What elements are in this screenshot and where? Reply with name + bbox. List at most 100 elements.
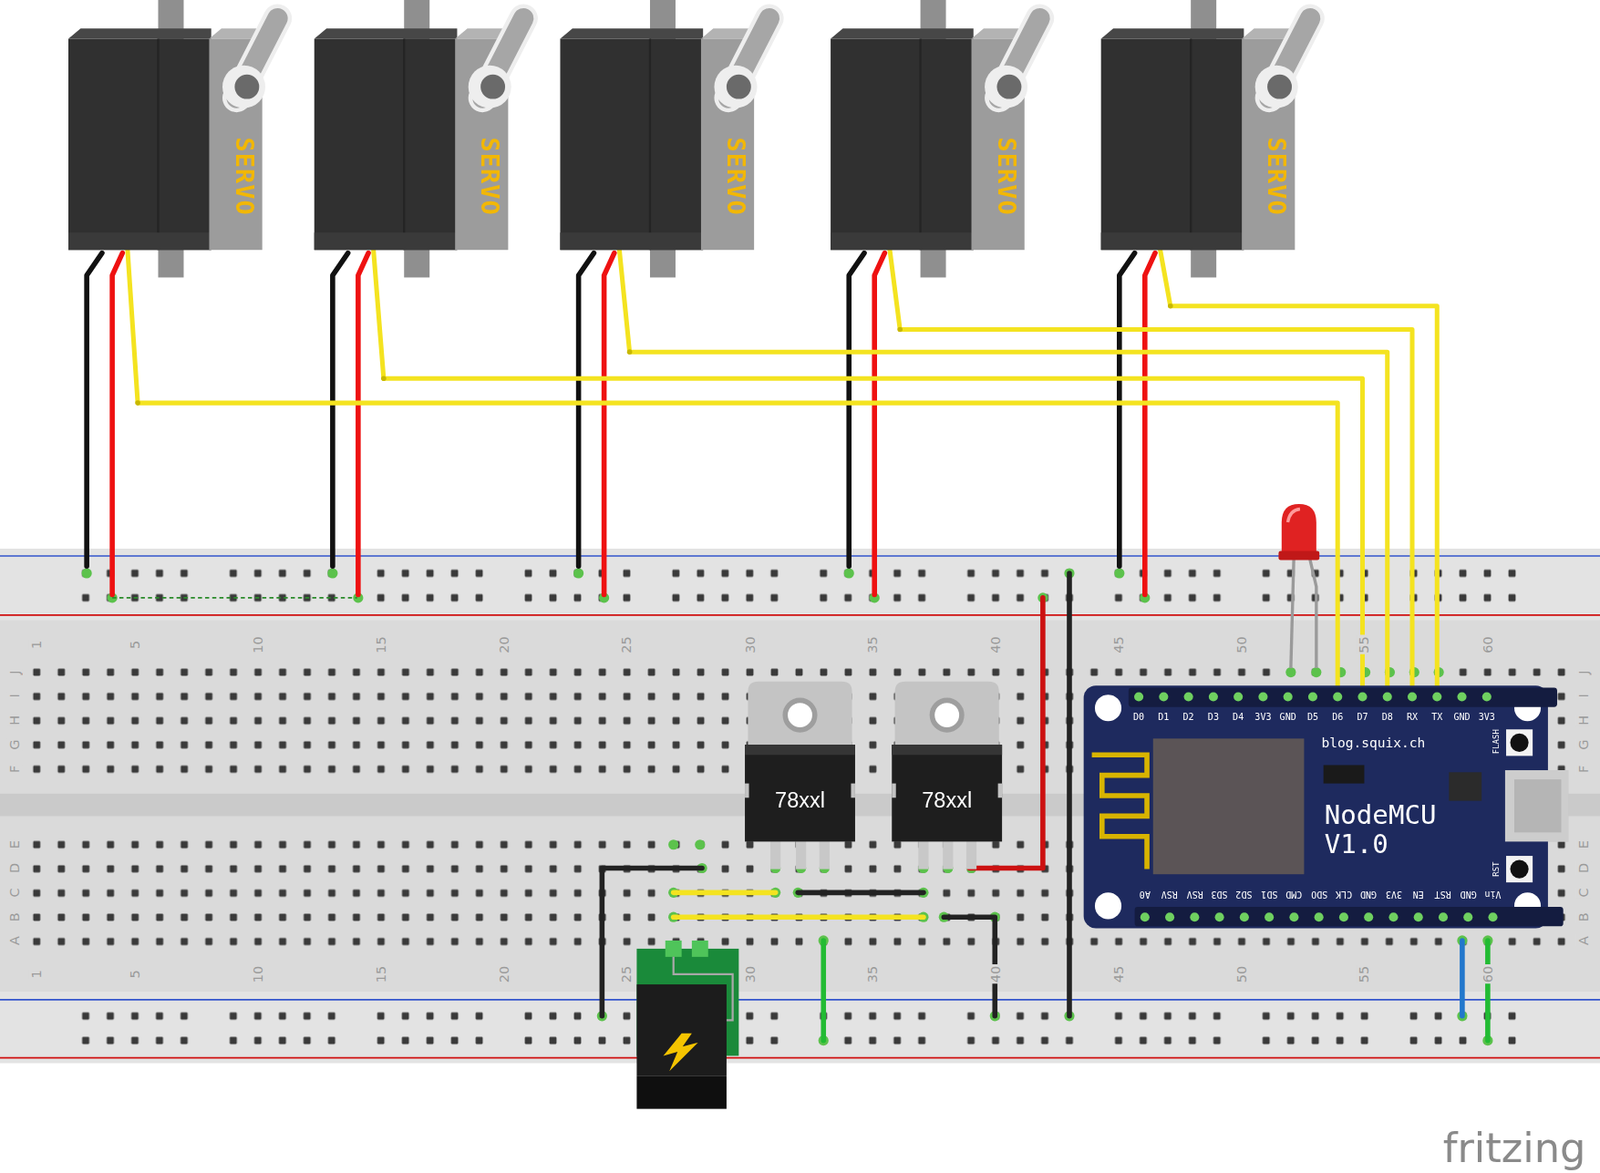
nodemcu-board [1487, 912, 1497, 922]
jack-body [636, 984, 726, 1077]
nodemcu-board [1283, 691, 1293, 702]
servo-label: SERVO [991, 136, 1021, 216]
row-letter: I [1576, 692, 1592, 700]
pin-label: GND [1459, 889, 1477, 900]
column-number: 20 [495, 965, 512, 985]
nodemcu-board [1339, 912, 1349, 922]
row-letter: J [6, 669, 22, 676]
jumper-wire [820, 940, 826, 1042]
column-number: 60 [1479, 635, 1496, 655]
power-wire [874, 253, 885, 596]
button-label: RST [1491, 862, 1501, 878]
pin-label: SD2 [1236, 889, 1253, 900]
regulator-leg [795, 838, 806, 870]
jumper-wire [943, 917, 995, 1017]
nodemcu-board [1083, 685, 1549, 929]
pin-label: 3V3 [1384, 889, 1402, 900]
row-letter: C [1576, 887, 1592, 899]
ground-wire [848, 253, 865, 568]
nodemcu-board [1510, 860, 1529, 879]
nodemcu-board [1308, 691, 1318, 702]
column-number: 15 [373, 965, 390, 985]
voltage-regulator: 78xxl [747, 681, 852, 843]
led-body [1281, 504, 1317, 559]
button-label: FLASH [1491, 729, 1501, 754]
ground-wire [1119, 253, 1136, 568]
dc-jack [636, 940, 739, 1110]
nodemcu-board [1239, 912, 1250, 922]
regulator-body [929, 698, 965, 733]
row-letter: E [1576, 839, 1592, 850]
led-leg [1290, 556, 1294, 669]
nodemcu-board [1357, 691, 1367, 702]
connected-hole [844, 567, 855, 579]
regulator-body [782, 698, 817, 733]
wire-bend [1167, 303, 1174, 310]
connected-hole [82, 567, 93, 579]
row-letter: B [1576, 911, 1592, 923]
nodemcu-board [1140, 912, 1150, 922]
ground-wire [332, 253, 349, 568]
column-number: 50 [1234, 965, 1250, 985]
nodemcu-board [1383, 691, 1393, 702]
column-number: 40 [988, 965, 1004, 985]
led-shine [1288, 509, 1301, 524]
nodemcu-board [1128, 687, 1558, 707]
power-symbol [663, 1033, 699, 1072]
pin-label: GND [1360, 889, 1377, 900]
regulator-body [744, 744, 856, 842]
led-rim [1278, 550, 1320, 560]
jumper-wire [797, 890, 924, 897]
power-rail [0, 991, 1600, 1064]
signal-wire [373, 249, 1363, 686]
regulator-body [895, 681, 1000, 754]
pin-label: SD3 [1211, 889, 1229, 900]
watermark: fritzing [1443, 1124, 1587, 1171]
nodemcu-board [1135, 907, 1564, 927]
servo-motor: SERVO [314, 28, 509, 250]
row-letter: J [1576, 669, 1592, 676]
connected-hole [1114, 567, 1125, 579]
nodemcu-board [1264, 912, 1274, 922]
column-number: 45 [1111, 635, 1127, 655]
jumper-wire [1066, 573, 1073, 1017]
jumper-wire [673, 890, 776, 897]
servo-body [1101, 232, 1245, 250]
rail-line [0, 555, 1600, 558]
servo-body [726, 74, 752, 100]
column-number: 20 [495, 635, 512, 655]
rail-bridge [112, 597, 358, 599]
servo-motor: SERVO [559, 28, 754, 250]
regulator-leg [819, 838, 830, 870]
servo-body [468, 65, 512, 109]
regulator-label: 78xxl [774, 788, 826, 814]
servo-body [559, 28, 703, 39]
servo-shafts [157, 0, 1217, 278]
rail-holes [73, 1003, 1549, 1053]
power-wire [604, 253, 615, 596]
nodemcu-board [1189, 912, 1199, 922]
pin-label: CLK [1335, 889, 1353, 900]
nodemcu-board [1289, 912, 1299, 922]
column-number: 1 [29, 640, 45, 651]
servo-body [68, 39, 212, 251]
board-body [0, 548, 1600, 1064]
servo-body [830, 39, 974, 251]
servo-body [559, 39, 703, 251]
nodemcu-board [1153, 738, 1305, 875]
row-letter: H [6, 714, 22, 727]
column-number: 5 [127, 969, 144, 981]
jumper-wire [1459, 940, 1466, 1017]
column-number: 55 [1356, 635, 1373, 655]
nodemcu-board [1332, 691, 1342, 702]
nodemcu-board [1094, 694, 1122, 722]
regulator-leg [770, 838, 781, 870]
row-letter: F [6, 764, 22, 775]
servo-body [1267, 74, 1292, 100]
jack-pad [665, 940, 682, 958]
servo-body [1101, 39, 1245, 251]
voltage-regulator: 78xxl [895, 681, 1000, 843]
column-number: 60 [1479, 965, 1496, 985]
